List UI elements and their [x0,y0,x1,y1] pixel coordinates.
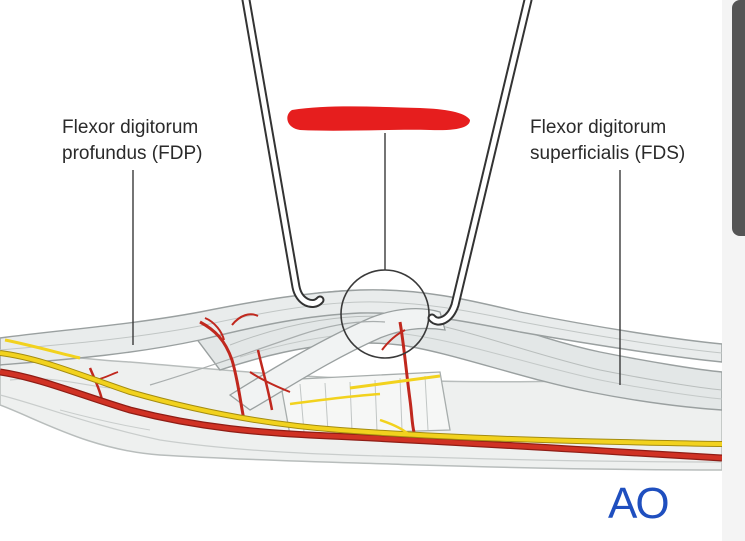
digital-nerve [0,338,723,447]
fdp-label-line2: profundus (FDP) [62,143,202,164]
vincula-vessels [88,313,416,433]
fds-label-line1: Flexor digitorum [530,117,666,138]
chiasm-crossing [149,308,446,411]
ao-logo: AO [608,479,668,528]
digital-artery [0,368,723,462]
redaction-mark [287,106,470,131]
fdp-label-line1: Flexor digitorum [62,117,198,138]
forceps-instrument [241,0,533,326]
scrollbar-thumb[interactable] [732,0,745,236]
fds-label-line2: superficialis (FDS) [530,143,685,164]
